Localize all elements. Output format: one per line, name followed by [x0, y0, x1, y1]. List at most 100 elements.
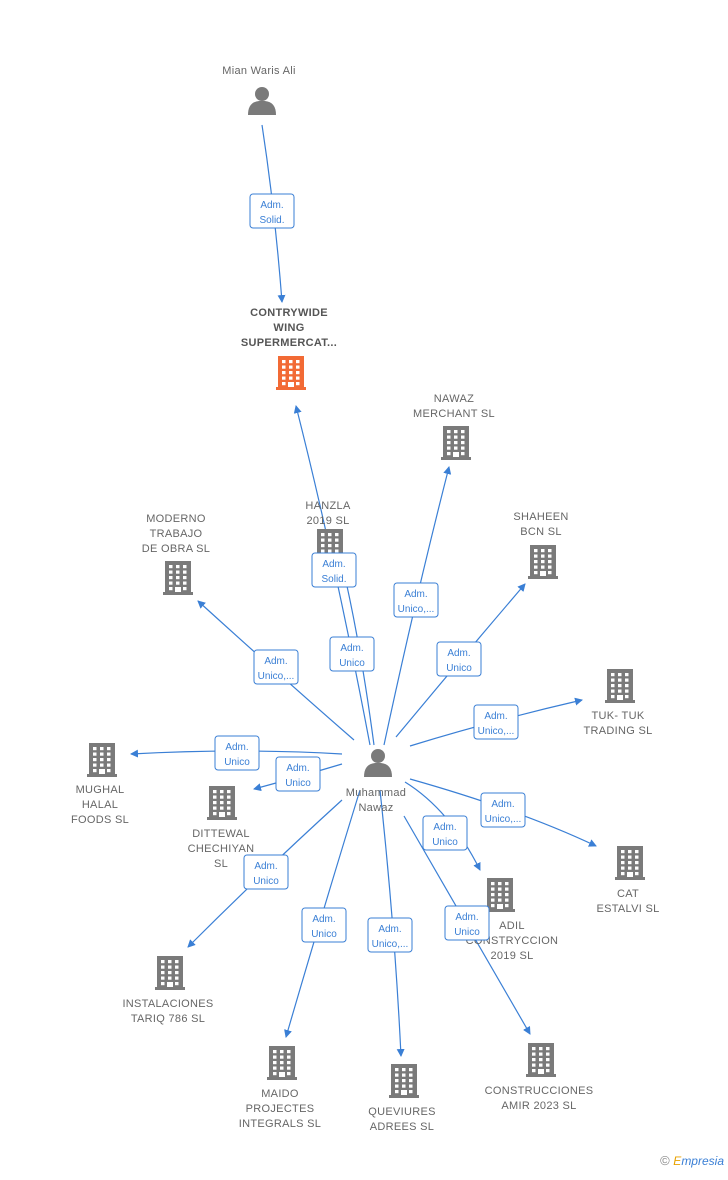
edge-label-text: Adm.	[264, 656, 287, 667]
edge-label-text: Unico	[446, 663, 472, 674]
node-label-line: MERCHANT SL	[413, 408, 495, 420]
person-icon	[248, 87, 276, 115]
edge-label-text: Unico,...	[258, 671, 295, 682]
edge-label-text: Unico,...	[485, 814, 522, 825]
node-nawaz-merchant[interactable]: NAWAZ MERCHANT SL	[413, 393, 495, 460]
edge-label-box	[243, 854, 289, 890]
building-icon	[155, 956, 185, 990]
building-icon	[526, 1043, 556, 1077]
building-icon	[485, 878, 515, 912]
person-icon	[364, 749, 392, 777]
edge-label[interactable]: Adm.Unico	[301, 907, 347, 943]
node-label-line: SL	[214, 858, 228, 870]
footer-brand: © Empresia	[660, 1153, 724, 1168]
building-icon	[605, 669, 635, 703]
node-label-line: HANZLA	[305, 500, 351, 512]
node-label-line: ADREES SL	[370, 1121, 434, 1133]
edge-label-box	[480, 792, 526, 828]
edge-label[interactable]: Adm. Unico	[214, 735, 260, 771]
edge-label-text: Adm.	[404, 589, 427, 600]
edge-label-box	[249, 193, 295, 229]
edge-label-box	[444, 905, 490, 941]
edge-label[interactable]: Adm.Solid.	[249, 193, 295, 229]
person-icon-body	[364, 763, 392, 777]
edge-label-text: Unico	[311, 929, 337, 940]
node-contrywide[interactable]: CONTRYWIDEWINGSUPERMERCAT...	[241, 307, 337, 390]
node-label-line: ADIL	[499, 920, 525, 932]
node-label-line: DITTEWAL	[192, 828, 250, 840]
node-label-line: DE OBRA SL	[142, 543, 210, 555]
node-label-line: 2019 SL	[490, 950, 533, 962]
edge-label[interactable]: Adm.Unico	[444, 905, 490, 941]
brand-initial: E	[673, 1154, 682, 1168]
edge-label-text: Unico	[224, 757, 250, 768]
node-label-line: INTEGRALS SL	[239, 1118, 321, 1130]
person-icon-head	[371, 749, 385, 763]
person-icon-head	[255, 87, 269, 101]
building-icon	[163, 561, 193, 595]
edge-label-box	[422, 815, 468, 851]
edge-label-box	[275, 756, 321, 792]
building-icon	[276, 356, 306, 390]
node-queviures[interactable]: QUEVIURES ADREES SL	[368, 1064, 436, 1133]
edge-label[interactable]: Adm. Unico	[243, 854, 289, 890]
node-label-line: TARIQ 786 SL	[131, 1013, 205, 1025]
edge-label-text: Adm.	[378, 924, 401, 935]
building-icon	[389, 1064, 419, 1098]
edge-label-text: Unico,...	[478, 726, 515, 737]
edge-label-box	[367, 917, 413, 953]
building-icon	[441, 426, 471, 460]
edge-label-text: Adm.	[455, 912, 478, 923]
edge-label[interactable]: Adm. Unico,...	[253, 649, 299, 685]
node-label-line: MAIDO	[261, 1088, 299, 1100]
edge-label-text: Unico	[253, 876, 279, 887]
edge-label-box	[311, 552, 357, 588]
building-icon	[207, 786, 237, 820]
node-label-line: QUEVIURES	[368, 1106, 436, 1118]
edge-label-text: Solid.	[259, 215, 284, 226]
node-label-line: NAWAZ	[434, 393, 474, 405]
node-label-line: CAT	[617, 888, 639, 900]
edge-label-box	[301, 907, 347, 943]
edge-label[interactable]: Adm.Solid.	[311, 552, 357, 588]
node-label-line: 2019 SL	[306, 515, 349, 527]
edge-label[interactable]: Adm. Unico,...	[473, 704, 519, 740]
node-label-line: ESTALVI SL	[596, 903, 659, 915]
edge-label[interactable]: Adm.Unico,...	[480, 792, 526, 828]
edge-label[interactable]: Adm.Unico	[329, 636, 375, 672]
node-instalaciones[interactable]: INSTALACIONES TARIQ 786 SL	[122, 956, 213, 1025]
edge-label-box	[214, 735, 260, 771]
building-icon	[267, 1046, 297, 1080]
node-label-line: FOODS SL	[71, 814, 129, 826]
edge-label[interactable]: Adm.Unico	[436, 641, 482, 677]
edge-label-text: Adm.	[254, 861, 277, 872]
copyright-symbol: ©	[660, 1153, 670, 1168]
edge-label-text: Adm.	[225, 742, 248, 753]
edge-label[interactable]: Adm.Unico,...	[393, 582, 439, 618]
brand-name: mpresia	[681, 1154, 724, 1168]
node-cat[interactable]: CAT ESTALVI SL	[596, 846, 659, 915]
node-label-line: SHAHEEN	[513, 511, 568, 523]
edge-label[interactable]: Adm.Unico	[422, 815, 468, 851]
edge-label-text: Adm.	[286, 763, 309, 774]
node-label-line: Mian Waris Ali	[222, 65, 295, 77]
edge-label[interactable]: Adm.Unico	[275, 756, 321, 792]
person-icon-body	[248, 101, 276, 115]
edge-label-box	[473, 704, 519, 740]
node-mian[interactable]: Mian Waris Ali	[222, 65, 295, 115]
node-label-line: WING	[273, 322, 304, 334]
edge-label-text: Adm.	[484, 711, 507, 722]
node-label-line: SUPERMERCAT...	[241, 337, 337, 349]
edge-label[interactable]: Adm.Unico,...	[367, 917, 413, 953]
edge-label-text: Adm.	[340, 643, 363, 654]
node-label-line: TRABAJO	[150, 528, 203, 540]
node-label-line: INSTALACIONES	[122, 998, 213, 1010]
